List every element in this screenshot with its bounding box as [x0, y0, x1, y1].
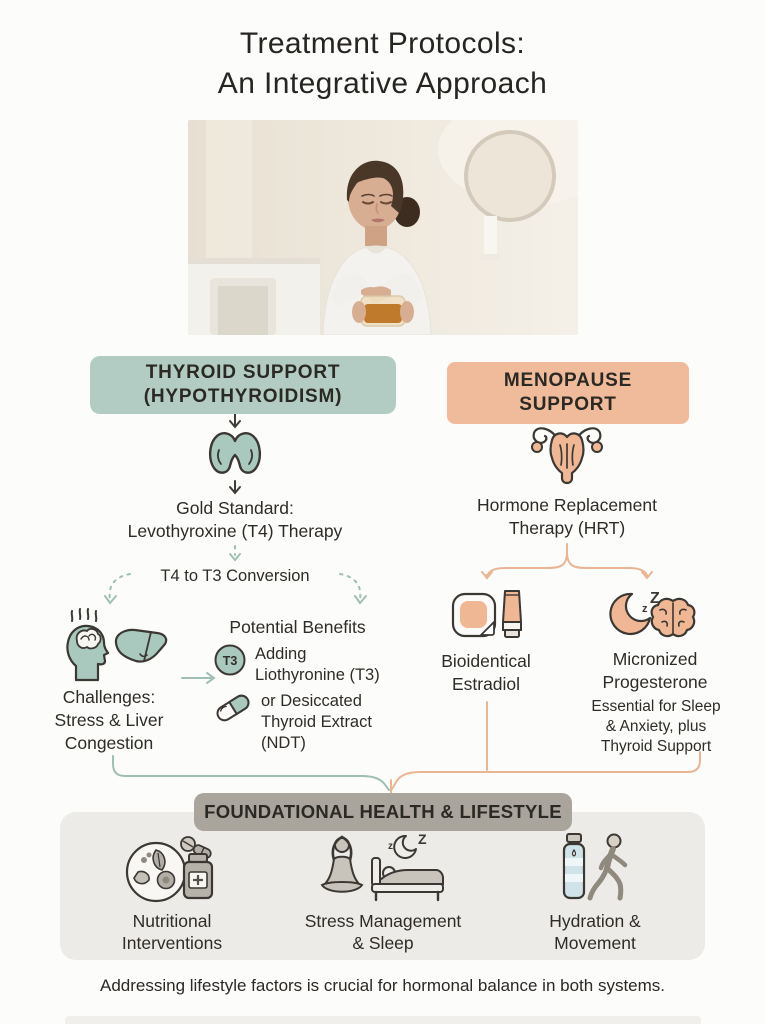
foundation-item-hydration: Hydration & Movement	[505, 832, 685, 954]
dashed-arrow-conversion-right	[339, 573, 362, 601]
nutrition-icon	[94, 832, 250, 904]
arrow-challenges-to-benefits	[181, 672, 216, 684]
mirror	[464, 130, 556, 222]
benefit-ndt-label: or Desiccated Thyroid Extract (NDT)	[261, 692, 372, 752]
woman-figure	[322, 160, 432, 335]
svg-text:Z: Z	[418, 832, 427, 847]
menopause-support-badge: MENOPAUSE SUPPORT	[447, 362, 689, 424]
svg-text:T3: T3	[223, 654, 238, 668]
progesterone-label: Micronized Progesterone	[602, 649, 708, 692]
foundation-item-label: Stress Management & Sleep	[304, 911, 462, 953]
capsule-icon	[214, 691, 252, 725]
foundation-item-stress-sleep: z Z Stress Management & Sleep	[293, 832, 473, 954]
moon-zz-icon: z Z	[606, 590, 664, 640]
hero-photo-woman-tea	[188, 120, 578, 335]
conversion-label: T4 to T3 Conversion	[160, 567, 310, 585]
dashed-arrow-conversion-left	[108, 573, 131, 601]
bottom-caption: Addressing lifestyle factors is crucial …	[99, 976, 666, 995]
cream-tube-icon	[500, 588, 524, 640]
estradiol-label: Bioidentical Estradiol	[441, 651, 531, 694]
t3-circle-icon: T3	[214, 644, 246, 676]
hydration-walk-icon	[505, 832, 685, 904]
tea-glass	[352, 295, 414, 327]
benefits-list: T3 Adding Liothyronine (T3) or Desiccate…	[214, 644, 400, 759]
arrow-badge-to-thyroid	[229, 412, 241, 429]
page-title: Treatment Protocols: An Integrative Appr…	[217, 27, 548, 100]
challenges-label: Challenges: Stress & Liver Congestion	[54, 687, 164, 753]
peach-bracket-to-foundation	[391, 751, 701, 790]
foundation-badge: FOUNDATIONAL HEALTH & LIFESTYLE	[194, 793, 572, 831]
foundation-item-label: Hydration & Movement	[549, 911, 641, 953]
fireplace	[188, 258, 320, 335]
liver-icon	[112, 626, 170, 668]
hrt-label: Hormone Replacement Therapy (HRT)	[477, 495, 657, 538]
svg-text:z: z	[642, 603, 648, 615]
foundation-item-label: Nutritional Interventions	[121, 911, 223, 953]
patch-icon	[451, 592, 497, 638]
benefits-title: Potential Benefits	[229, 617, 366, 637]
hrt-branch	[481, 543, 653, 580]
arrow-thyroid-to-gold	[229, 480, 241, 495]
gold-standard-label: Gold Standard: Levothyroxine (T4) Therap…	[127, 498, 343, 541]
dashed-arrowhead-right	[354, 595, 367, 605]
bottom-strip	[65, 1016, 701, 1024]
brain-icon	[648, 596, 698, 640]
dashed-arrowhead-left	[104, 595, 117, 605]
progesterone-note: Essential for Sleep & Anxiety, plus Thyr…	[591, 698, 721, 755]
benefit-row-ndt: or Desiccated Thyroid Extract (NDT)	[214, 691, 400, 754]
thyroid-gland-icon	[203, 428, 267, 480]
uterus-icon	[529, 420, 605, 486]
sage-bracket-to-foundation	[112, 755, 390, 791]
yoga-sleep-icon: z Z	[293, 832, 473, 904]
svg-text:z: z	[388, 841, 393, 852]
hero-photo-scene	[188, 120, 578, 335]
benefit-row-t3: T3 Adding Liothyronine (T3)	[214, 644, 400, 686]
benefit-t3-label: Adding Liothyronine (T3)	[255, 645, 380, 684]
thyroid-support-badge: THYROID SUPPORT (HYPOTHYROIDISM)	[90, 356, 396, 414]
foundation-item-nutrition: Nutritional Interventions	[94, 832, 250, 954]
head-brain-icon	[60, 608, 116, 682]
dashed-arrowhead-down	[229, 553, 241, 562]
svg-text:Z: Z	[650, 590, 660, 607]
